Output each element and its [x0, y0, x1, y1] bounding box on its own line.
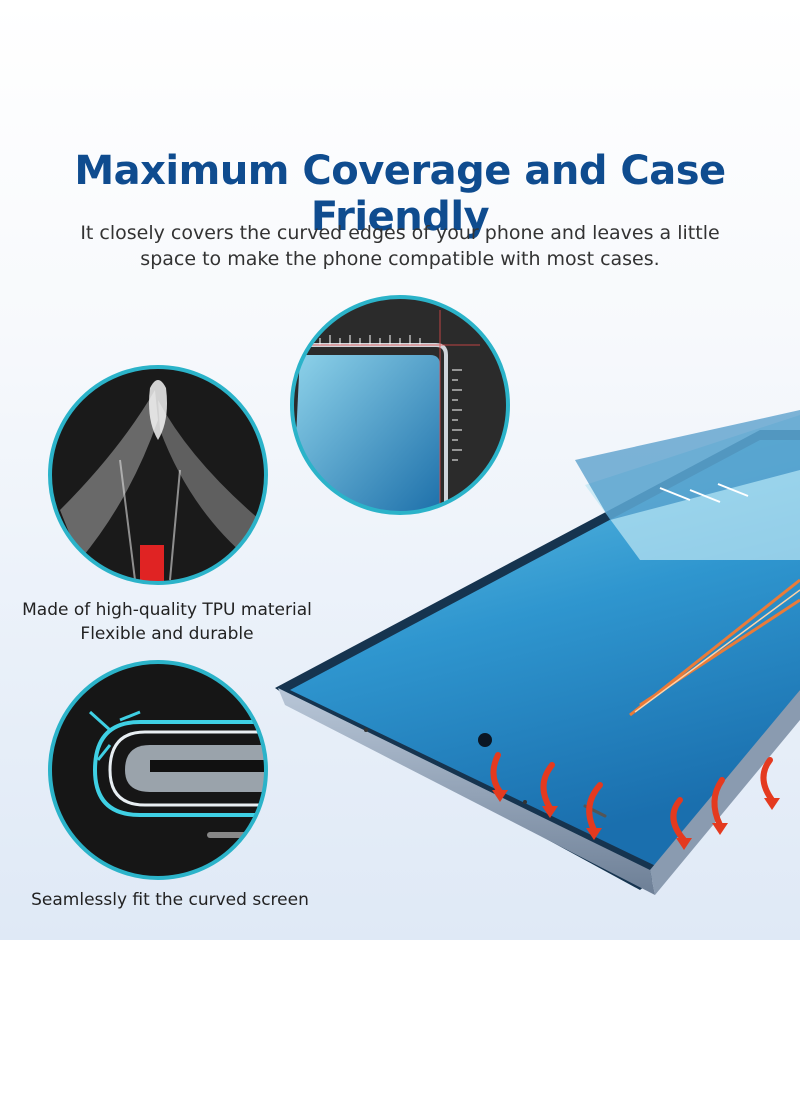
feature-caption-curved: Seamlessly fit the curved screen: [20, 888, 320, 912]
phone-image: [275, 410, 800, 895]
film-peel-closeup: [48, 365, 268, 585]
feature-caption-curved-line-1: Seamlessly fit the curved screen: [31, 890, 309, 910]
subtitle-line-1: It closely covers the curved edges of yo…: [80, 222, 720, 244]
product-illustration: [48, 295, 800, 895]
edge-arrows: [490, 752, 775, 843]
product-banner: Maximum Coverage and Case Friendly It cl…: [0, 0, 800, 940]
headline: Maximum Coverage and Case Friendly: [74, 148, 726, 240]
feature-caption-tpu-line-2: Flexible and durable: [80, 624, 254, 644]
curved-edge-closeup: [48, 660, 268, 880]
subtitle: It closely covers the curved edges of yo…: [0, 220, 800, 272]
feature-caption-tpu-line-1: Made of high-quality TPU material: [22, 600, 312, 620]
ruler-edge-closeup: [290, 295, 510, 515]
feature-caption-tpu: Made of high-quality TPU material Flexib…: [12, 598, 322, 646]
subtitle-line-2: space to make the phone compatible with …: [140, 248, 660, 270]
